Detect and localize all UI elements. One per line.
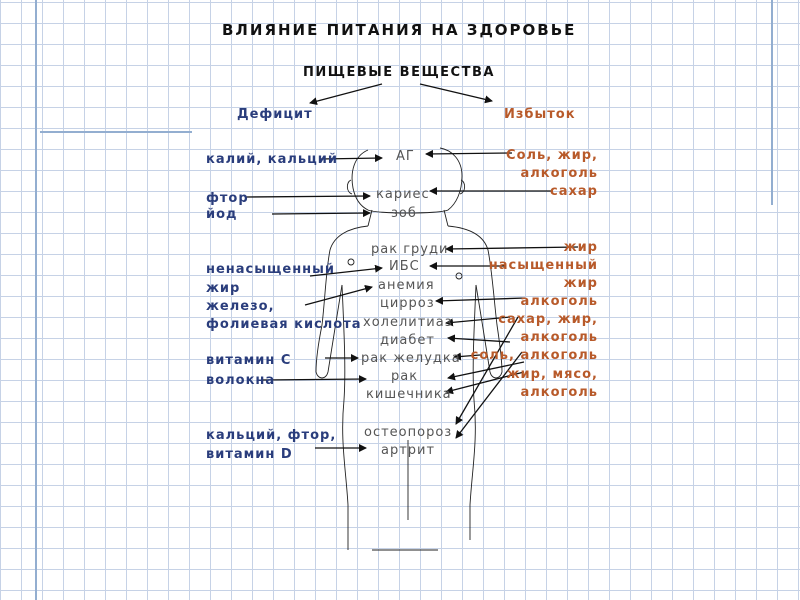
excess-item-fat-meat: жир, мясо,: [506, 367, 598, 382]
notebook-margin-line-left: [35, 0, 37, 600]
deficit-item-iron: железо,: [206, 299, 275, 314]
deficit-item-fluorine: фтор: [206, 191, 249, 206]
notebook-margin-line-right: [771, 0, 773, 205]
deficit-item-potassium-calcium: калий, кальций: [206, 152, 338, 167]
deficit-item-fiber: волокна: [206, 373, 276, 388]
nutrients-heading: ПИЩЕВЫЕ ВЕЩЕСТВА: [303, 65, 495, 80]
condition-cirrhosis: цирроз: [380, 296, 435, 311]
condition-anemia: анемия: [378, 278, 435, 293]
excess-item-fat-2: жир: [563, 276, 598, 291]
excess-item-alcohol-1: алкоголь: [520, 166, 598, 181]
deficit-item-iodine: йод: [206, 207, 238, 222]
excess-heading: Избыток: [504, 107, 576, 122]
deficit-item-fat: жир: [206, 281, 241, 296]
deficit-item-calcium-fluorine: кальций, фтор,: [206, 428, 337, 443]
condition-cholelithiasis: холелитиаз: [363, 315, 453, 330]
excess-item-salt-fat: Соль, жир,: [506, 148, 598, 163]
condition-breast-cancer: рак груди: [371, 242, 449, 257]
condition-diabetes: диабет: [380, 333, 435, 348]
human-silhouette: [315, 147, 503, 551]
condition-arthritis: артрит: [381, 443, 436, 458]
excess-item-alcohol-2: алкоголь: [520, 294, 598, 309]
excess-item-alcohol-4: алкоголь: [520, 385, 598, 400]
condition-hypertension: АГ: [396, 149, 415, 164]
excess-item-fat-1: жир: [563, 240, 598, 255]
deficit-heading: Дефицит: [237, 107, 313, 122]
arrow-to-excess: [419, 83, 493, 104]
condition-ihd: ИБС: [389, 259, 420, 274]
condition-stomach-cancer: рак желудка: [361, 351, 461, 366]
deficit-item-vitamin-d: витамин D: [206, 447, 293, 462]
excess-item-saturated: насыщенный: [488, 258, 598, 273]
excess-item-sugar: сахар: [550, 184, 598, 199]
condition-cancer: рак: [391, 369, 419, 384]
deficit-arrows: [244, 154, 383, 452]
condition-intestine: кишечника: [366, 387, 452, 402]
condition-caries: кариес: [376, 187, 430, 202]
notebook-margin-line-top: [40, 131, 192, 133]
arrow-to-deficit: [309, 83, 383, 106]
condition-osteoporosis: остеопороз: [364, 425, 453, 440]
excess-item-sugar-fat: сахар, жир,: [498, 312, 598, 327]
excess-arrows: [425, 149, 579, 439]
page-title: ВЛИЯНИЕ ПИТАНИЯ НА ЗДОРОВЬЕ: [222, 21, 577, 39]
condition-goiter: зоб: [391, 206, 417, 221]
deficit-item-vitamin-c: витамин С: [206, 353, 292, 368]
deficit-item-folic-acid: фолиевая кислота: [206, 317, 362, 332]
excess-item-salt-alcohol: соль, алкоголь: [470, 348, 598, 363]
deficit-item-unsaturated: ненасыщенный: [206, 262, 336, 277]
excess-item-alcohol-3: алкоголь: [520, 330, 598, 345]
